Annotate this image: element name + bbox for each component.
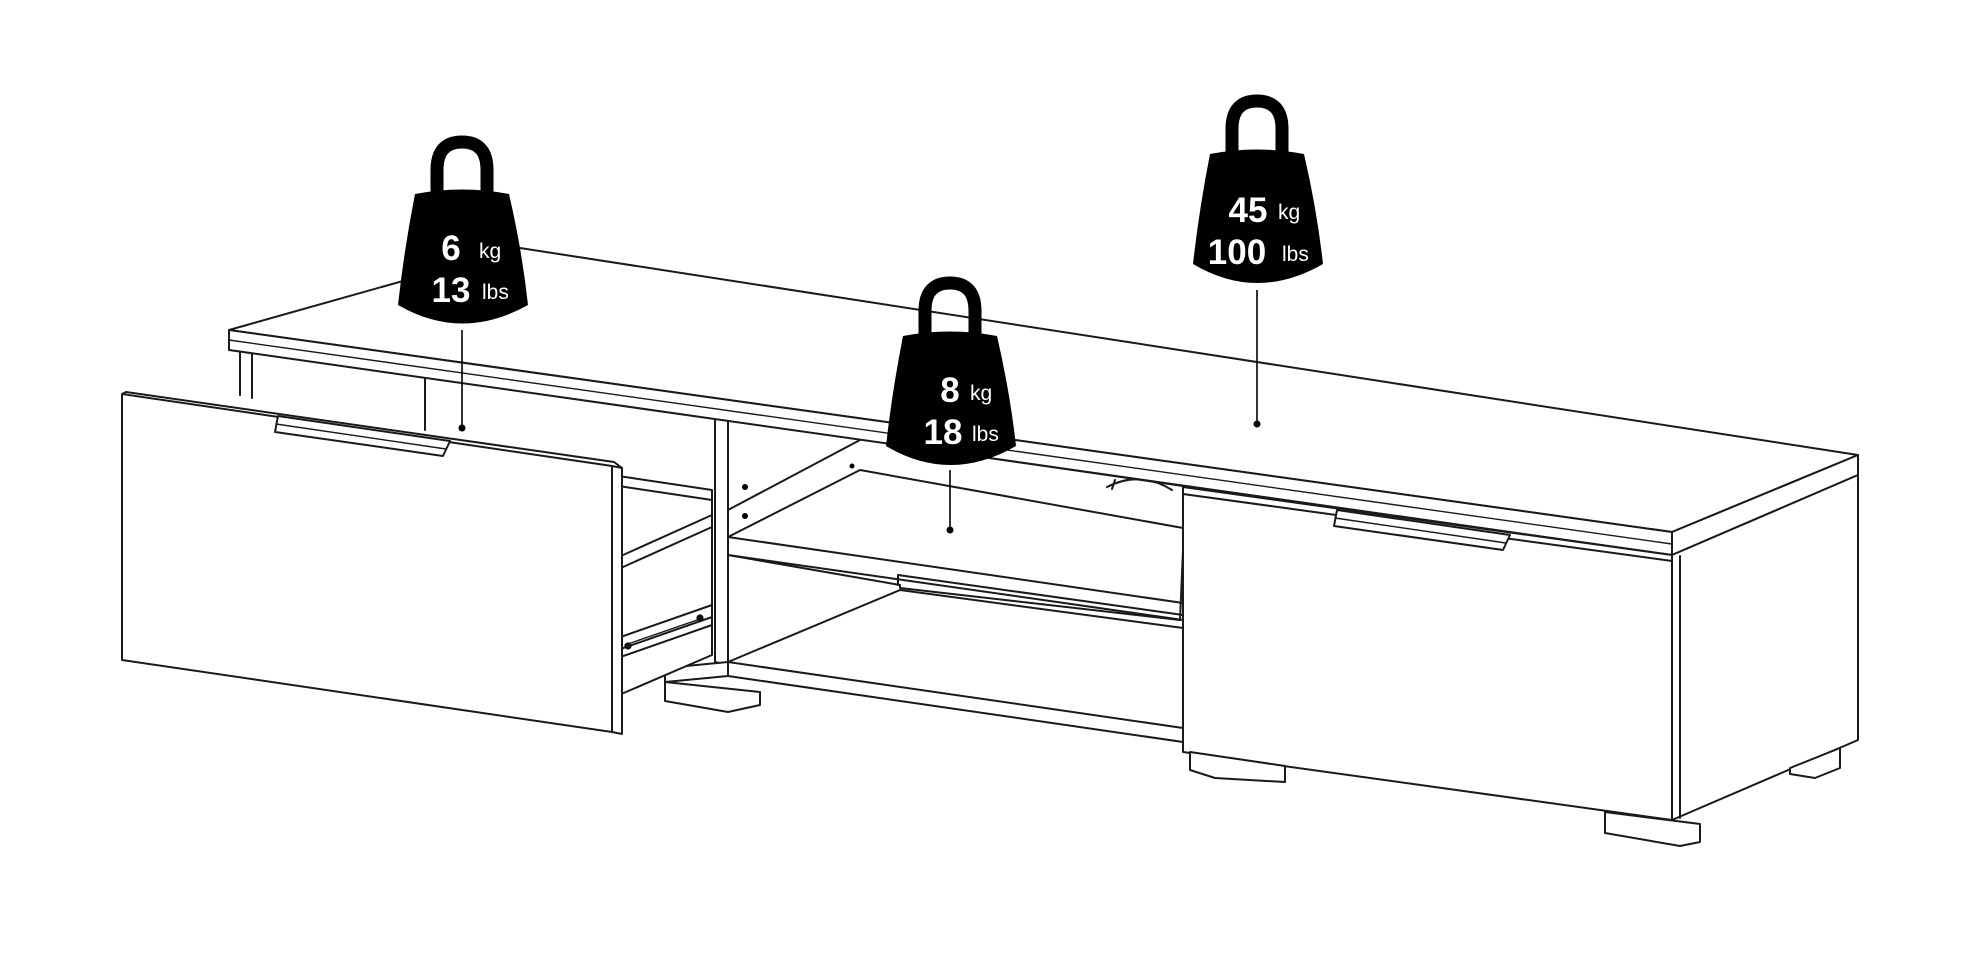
weight-middle-kg-unit: kg <box>970 382 992 405</box>
foot-middle <box>1189 751 1286 783</box>
shelf-hole <box>742 484 748 490</box>
weight-icon: 8 kg 18 lbs <box>886 276 1016 465</box>
shelf-hole <box>742 513 748 519</box>
weight-left-kg-unit: kg <box>479 240 501 263</box>
left-drawer-inner-top <box>611 484 713 501</box>
left-drawer-inner-bottom <box>611 514 713 561</box>
weight-left-lbs-unit: lbs <box>482 281 509 304</box>
weight-indicator-top: 45 kg 100 lbs <box>1193 94 1323 428</box>
right-drawer-handle-detail <box>1334 517 1507 544</box>
foot-right-front <box>1604 811 1701 847</box>
foot-right-back <box>1789 747 1841 779</box>
weight-left-lbs-value: 13 <box>432 271 471 310</box>
middle-shelf-front-2 <box>727 554 1184 621</box>
weight-left-kg-value: 6 <box>441 229 460 268</box>
weight-top-lbs-value: 100 <box>1208 233 1266 272</box>
middle-shelf-front <box>727 536 1184 604</box>
weight-icon: 45 kg 100 lbs <box>1193 94 1323 283</box>
foot-left-front <box>664 681 761 713</box>
leader-dot-middle <box>946 526 954 534</box>
leader-dot-left <box>458 424 466 432</box>
left-drawer-handle-detail <box>275 423 447 450</box>
weight-top-lbs-unit: lbs <box>1282 243 1309 266</box>
weight-middle-kg-value: 8 <box>940 371 959 410</box>
shelf-hole <box>849 463 855 469</box>
weight-middle-lbs-value: 18 <box>924 413 963 452</box>
left-drawer-top-edge <box>121 391 623 469</box>
leader-dot-top <box>1253 420 1261 428</box>
bottom-board <box>727 661 1184 743</box>
weight-indicator-middle: 8 kg 18 lbs <box>886 276 1016 534</box>
right-drawer-handle <box>1333 509 1511 551</box>
shelf-back-inner <box>897 574 1184 616</box>
middle-divider-panel <box>714 417 729 666</box>
weight-icon: 6 kg 13 lbs <box>398 135 528 324</box>
weight-top-kg-value: 45 <box>1229 191 1268 230</box>
left-drawer-handle <box>274 415 451 457</box>
weight-indicator-left: 6 kg 13 lbs <box>398 135 528 432</box>
left-drawer-inner-bottom-2 <box>611 526 713 573</box>
compartment-top-inner-2 <box>727 439 861 511</box>
weight-middle-lbs-unit: lbs <box>972 423 999 446</box>
lower-shelf-back <box>727 589 1184 663</box>
cable-hole-inner <box>1111 479 1116 490</box>
weight-top-kg-unit: kg <box>1278 201 1300 224</box>
left-drawer-front-edge <box>611 465 623 735</box>
